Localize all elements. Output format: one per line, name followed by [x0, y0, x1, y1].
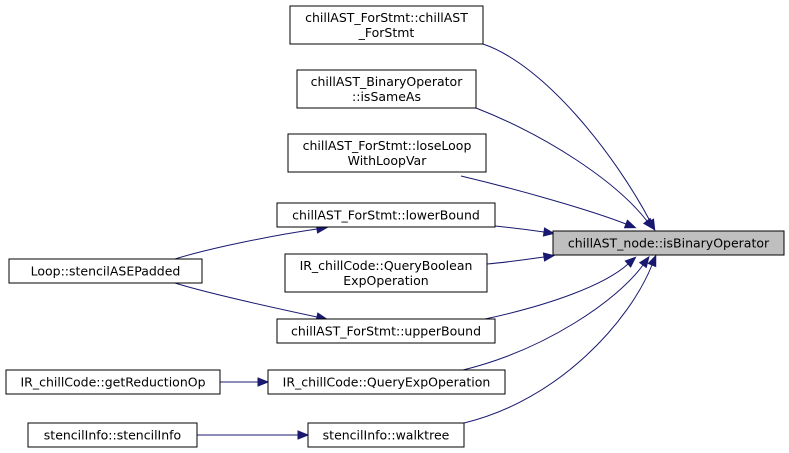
node-box [267, 369, 506, 395]
arrow-head [642, 217, 655, 230]
edge-lowerBound-to-isBinaryOperator [494, 225, 556, 237]
arrow-head [624, 256, 637, 268]
edge-line [460, 175, 627, 225]
nodes-layer: chillAST_node::isBinaryOperatorchillAST_… [5, 5, 785, 448]
edge-line [174, 282, 318, 318]
node-box [296, 69, 477, 109]
node-label-line: stencilInfo::walktree [323, 428, 450, 443]
node-label-line: IR_chillCode::getReductionOp [20, 375, 205, 390]
node-box [289, 5, 484, 45]
edge-isSameAs-to-isBinaryOperator [475, 107, 655, 230]
edge-walktree-to-isBinaryOperator [463, 254, 657, 424]
node-box [307, 422, 465, 448]
edge-line [174, 228, 318, 260]
node-stencilASEPadded[interactable]: Loop::stencilASEPadded [8, 258, 203, 284]
edge-loseLoop-to-isBinaryOperator [460, 175, 637, 229]
node-box [5, 369, 221, 395]
edge-line [482, 43, 651, 222]
arrow-head [623, 219, 637, 229]
edge-stencilInfoCtor-to-walktree [197, 430, 310, 440]
node-isSameAs[interactable]: chillAST_BinaryOperator::isSameAs [296, 69, 477, 109]
arrow-head [257, 377, 270, 387]
node-box [276, 202, 496, 228]
node-label-line: ExpOperation [343, 273, 428, 288]
node-label-line: _ForStmt [358, 25, 415, 40]
node-queryExp[interactable]: IR_chillCode::QueryExpOperation [267, 369, 506, 395]
arrow-head [542, 227, 556, 237]
arrow-head [638, 255, 650, 269]
node-label-line: Loop::stencilASEPadded [31, 264, 181, 279]
node-label-line: ::isSameAs [352, 89, 421, 104]
node-label-line: stencilInfo::stencilInfo [44, 428, 181, 443]
node-isBinaryOperator[interactable]: chillAST_node::isBinaryOperator [552, 230, 785, 256]
node-walktree[interactable]: stencilInfo::walktree [307, 422, 465, 448]
edge-line [486, 256, 545, 265]
edge-getReductionOp-to-queryExp [220, 377, 270, 387]
node-label-line: chillAST_ForStmt::chillAST [305, 10, 468, 25]
node-box [27, 422, 198, 448]
edge-upperBound-to-isBinaryOperator [484, 256, 637, 320]
node-label-line: chillAST_ForStmt::loseLoop [303, 138, 472, 153]
edge-line [462, 264, 644, 371]
node-forStmtCtor[interactable]: chillAST_ForStmt::chillAST_ForStmt [289, 5, 484, 45]
edge-queryExp-to-isBinaryOperator [462, 255, 650, 371]
edge-line [475, 107, 648, 222]
node-box [552, 230, 785, 256]
edges-layer [174, 43, 657, 440]
edge-line [494, 225, 545, 233]
node-getReductionOp[interactable]: IR_chillCode::getReductionOp [5, 369, 221, 395]
edge-line [463, 264, 653, 424]
node-label-line: IR_chillCode::QueryBoolean [300, 258, 473, 273]
node-label-line: chillAST_BinaryOperator [311, 74, 464, 89]
node-label-line: chillAST_ForStmt::upperBound [291, 324, 481, 339]
arrow-head [647, 254, 657, 268]
node-stencilInfoCtor[interactable]: stencilInfo::stencilInfo [27, 422, 198, 448]
node-label-line: WithLoopVar [348, 153, 428, 168]
edge-forStmtCtor-to-isBinaryOperator [482, 43, 656, 232]
node-box [284, 253, 488, 293]
node-box [8, 258, 203, 284]
node-label-line: IR_chillCode::QueryExpOperation [283, 375, 491, 390]
node-upperBound[interactable]: chillAST_ForStmt::upperBound [276, 318, 496, 344]
node-label-line: chillAST_node::isBinaryOperator [568, 236, 770, 251]
node-label-line: chillAST_ForStmt::lowerBound [292, 208, 480, 223]
edge-queryBoolean-to-isBinaryOperator [486, 252, 556, 265]
node-box [287, 133, 487, 173]
node-box [276, 318, 496, 344]
arrow-head [542, 252, 556, 262]
edge-line [484, 263, 629, 320]
node-lowerBound[interactable]: chillAST_ForStmt::lowerBound [276, 202, 496, 228]
arrow-head [297, 430, 310, 440]
